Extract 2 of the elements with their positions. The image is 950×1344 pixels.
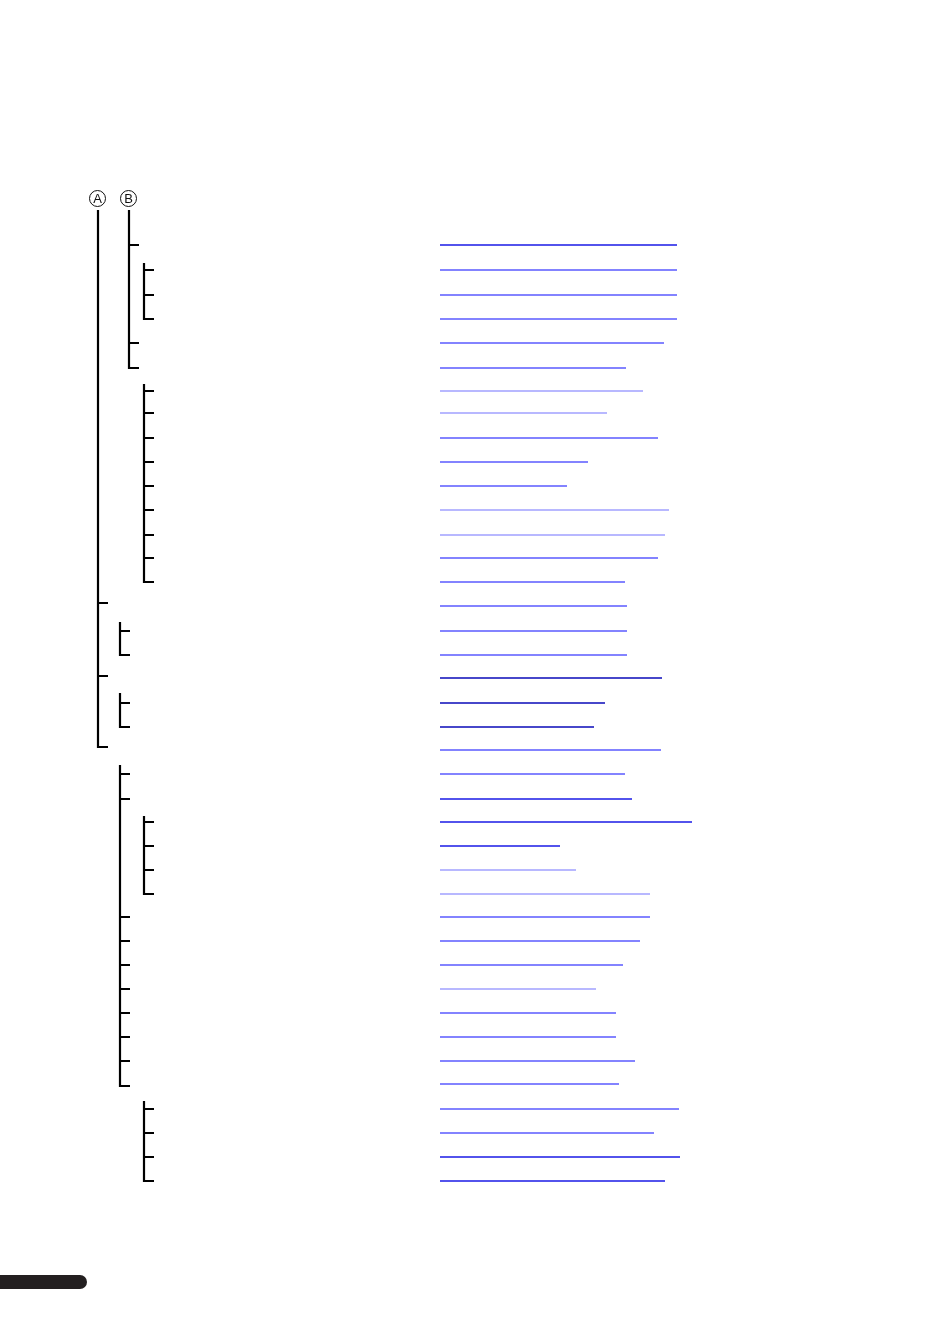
circled-letter: B — [120, 190, 137, 207]
circled-letter: A — [89, 190, 106, 207]
